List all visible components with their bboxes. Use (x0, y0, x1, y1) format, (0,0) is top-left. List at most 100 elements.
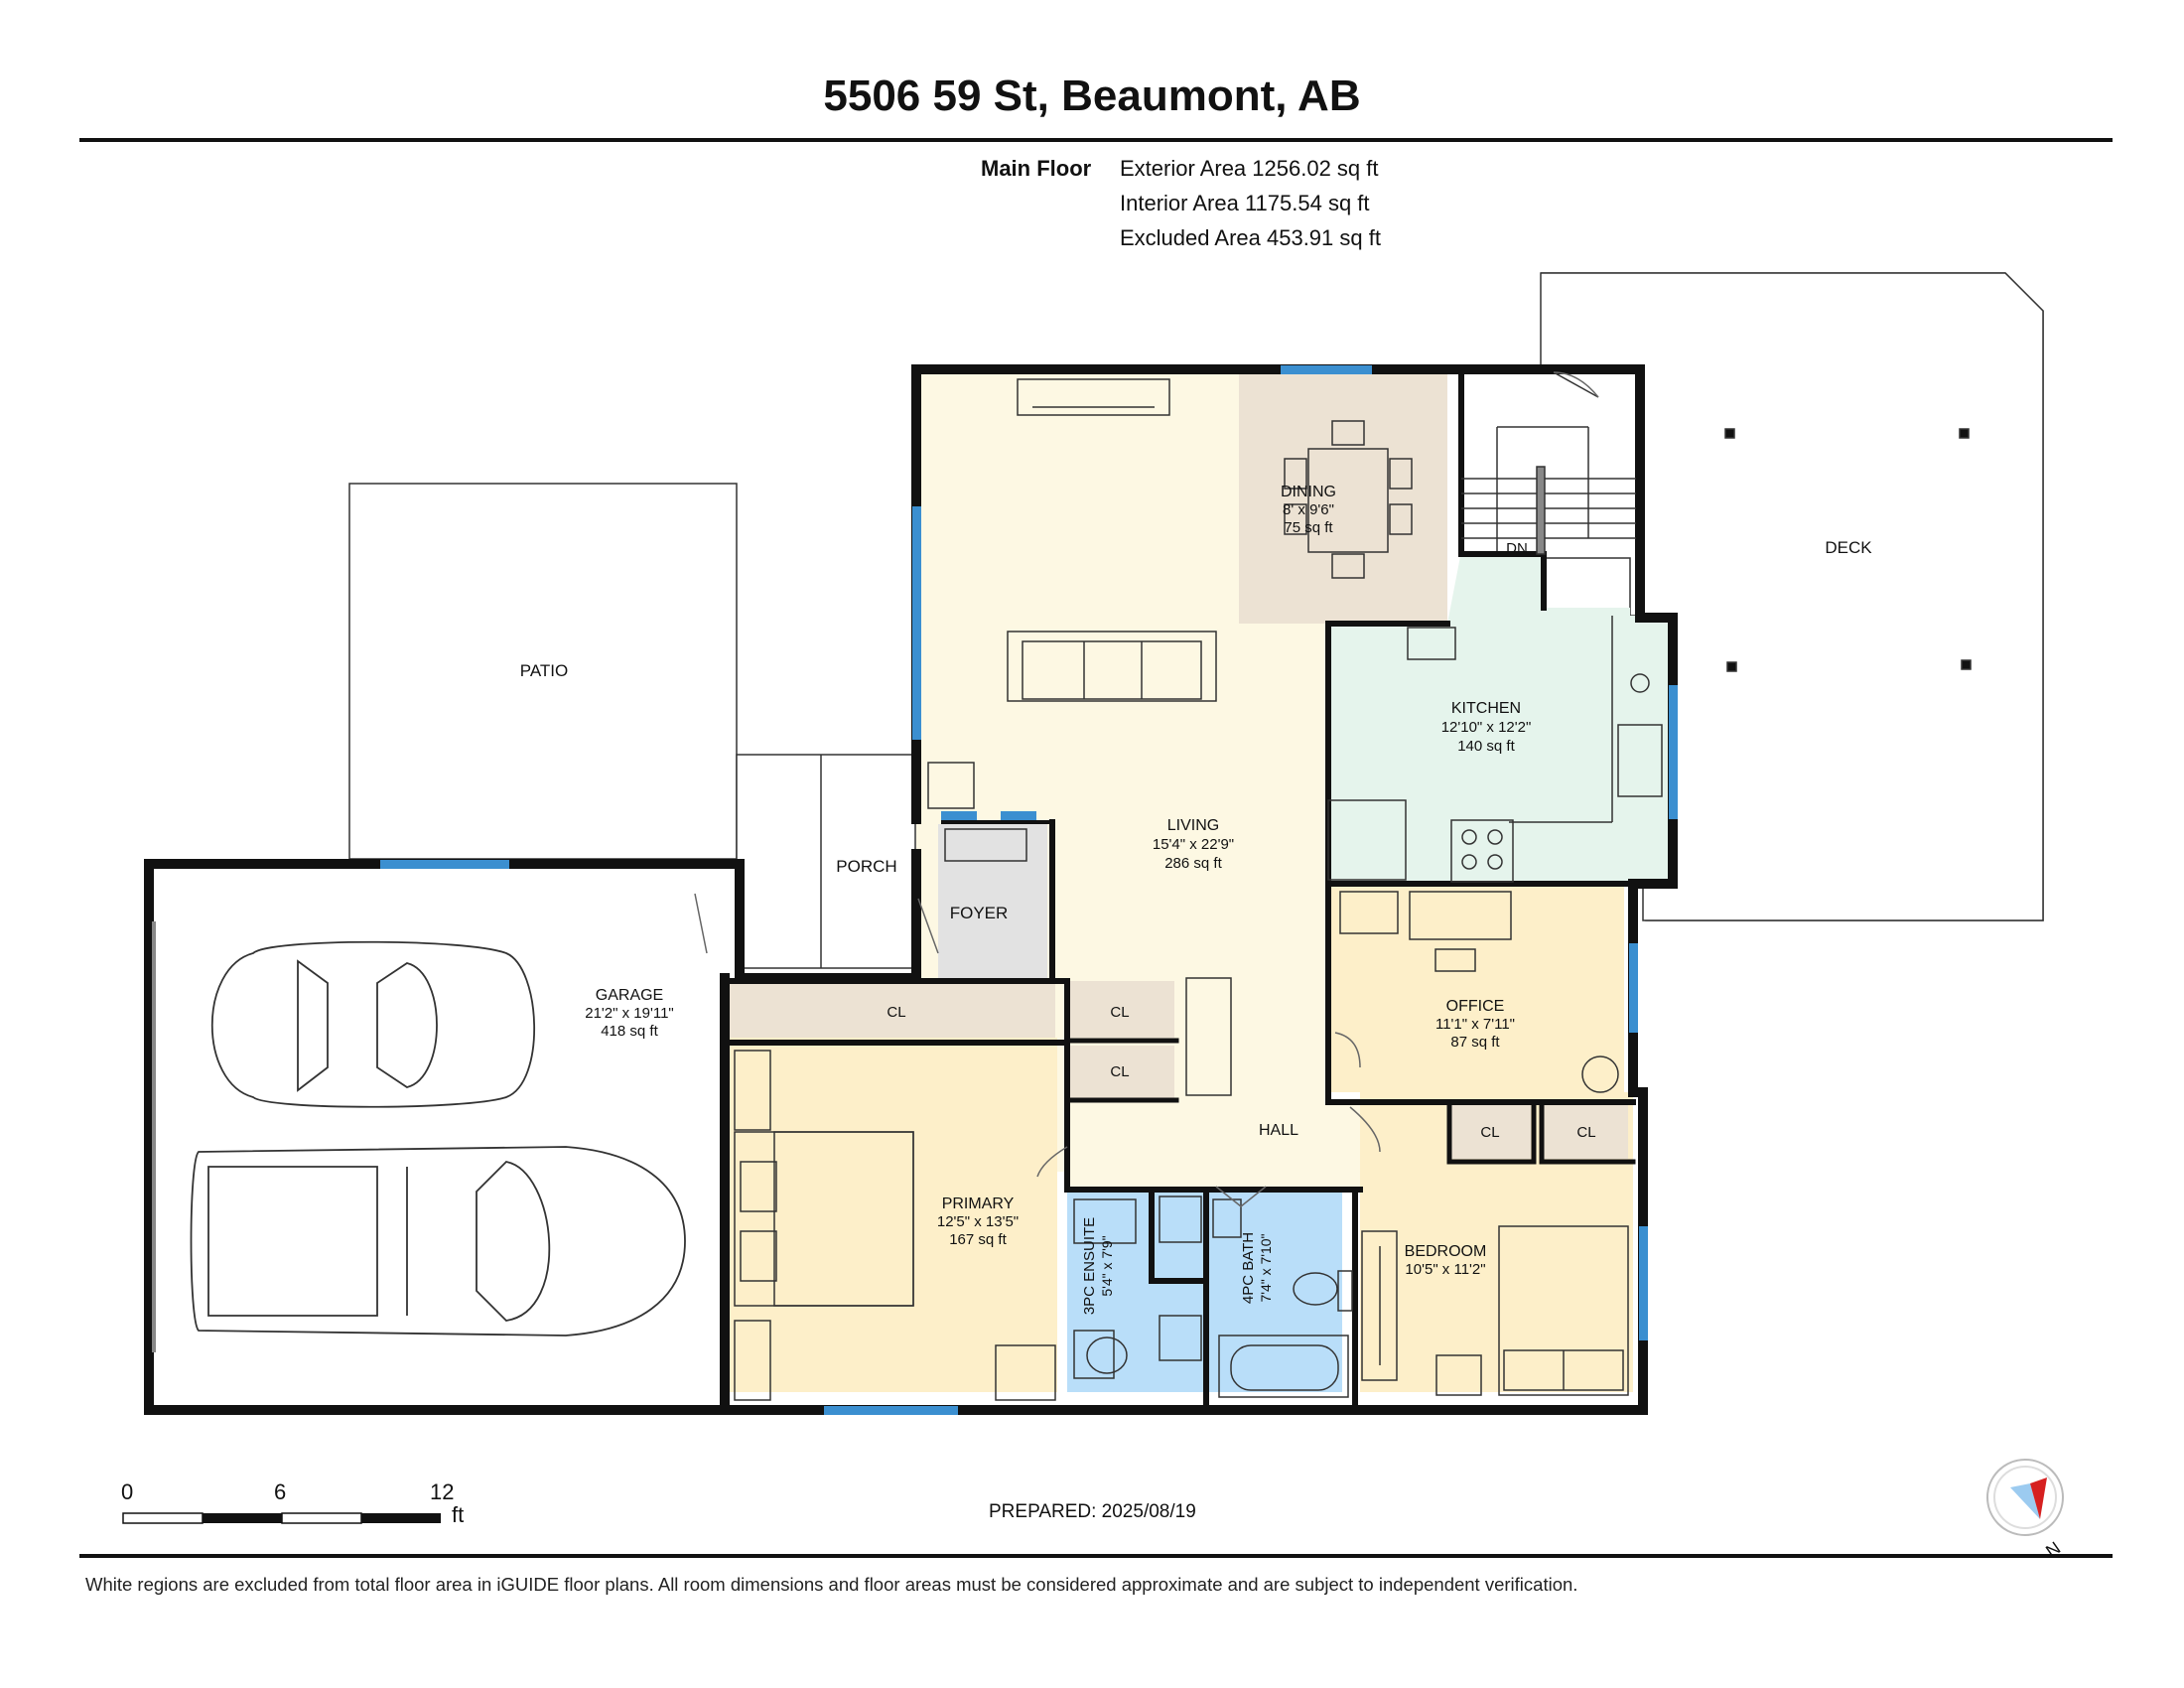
bench (944, 828, 1027, 862)
round-table (1581, 1055, 1619, 1093)
cars (190, 940, 686, 1336)
chair (1389, 503, 1413, 535)
closet-2-fill (1067, 1046, 1174, 1100)
exterior-area: Exterior Area 1256.02 sq ft (1120, 156, 1379, 181)
window (941, 811, 977, 820)
closet-office-1-fill (1451, 1102, 1531, 1159)
bedroom-label: BEDROOM (1405, 1243, 1487, 1260)
window (1669, 685, 1678, 819)
scale-bar (122, 1512, 441, 1524)
ensuite-dims: 5'4" x 7'9" (1099, 1235, 1115, 1296)
shelf (1185, 977, 1232, 1096)
living-label: LIVING (1167, 817, 1219, 834)
footer-divider (79, 1554, 2113, 1558)
kitchen-area: 140 sq ft (1457, 738, 1515, 755)
office-dims: 11'1" x 7'11" (1435, 1016, 1515, 1033)
primary-fill (730, 1038, 1057, 1392)
kitchen-label: KITCHEN (1451, 700, 1521, 717)
office-fill (1328, 884, 1624, 1092)
fridge (1327, 799, 1407, 881)
closet-office-2-fill (1544, 1102, 1628, 1159)
toilet (1293, 1272, 1338, 1306)
dresser (1361, 1230, 1398, 1381)
closet-primary-fill (730, 981, 1055, 1038)
primary-label: PRIMARY (942, 1196, 1015, 1212)
shower (1073, 1198, 1137, 1244)
bed (1498, 1225, 1629, 1396)
window (824, 1406, 958, 1415)
sink (1159, 1315, 1202, 1361)
dishwasher (1630, 673, 1650, 693)
closet-label: CL (1480, 1124, 1499, 1141)
window (1001, 811, 1036, 820)
kitchen-island (1407, 627, 1456, 660)
primary-dims: 12'5" x 13'5" (937, 1213, 1019, 1230)
chair (1331, 553, 1365, 579)
sink (1159, 1196, 1202, 1243)
window (1629, 943, 1638, 1033)
fixtures (734, 378, 1972, 1401)
patio-label: PATIO (520, 661, 569, 680)
kitchen-dims: 12'10" x 12'2" (1441, 719, 1532, 736)
sofa (1007, 631, 1217, 702)
window (912, 506, 921, 740)
closet-label: CL (1110, 1063, 1129, 1080)
kitchen-fill (1328, 551, 1670, 884)
garage-area: 418 sq ft (601, 1023, 658, 1040)
chair (1331, 420, 1365, 446)
closet-label: CL (1576, 1124, 1595, 1141)
stairs-label: DN (1506, 540, 1528, 557)
dining-table (1307, 448, 1389, 553)
stairs (1461, 426, 1636, 555)
garage-label: GARAGE (596, 987, 663, 1004)
car-icon (210, 940, 536, 1108)
fireplace (1017, 378, 1170, 416)
desk (1409, 891, 1512, 940)
deck-post (1724, 428, 1735, 439)
closet-label: CL (1110, 1004, 1129, 1021)
prepared-date: PREPARED: 2025/08/19 (989, 1501, 1196, 1522)
chair (1284, 458, 1307, 490)
closet-label: CL (887, 1004, 905, 1021)
deck-label: DECK (1825, 538, 1872, 557)
bath-label: 4PC BATH (1240, 1232, 1257, 1304)
toilet (1073, 1330, 1115, 1379)
scale-unit: ft (452, 1502, 465, 1527)
floor-name: Main Floor (981, 156, 1092, 181)
disclaimer: White regions are excluded from total fl… (85, 1574, 1578, 1595)
office-label: OFFICE (1446, 998, 1505, 1015)
scale-tick-6: 6 (274, 1479, 287, 1504)
sink (1617, 724, 1663, 797)
living-dims: 15'4" x 22'9" (1153, 836, 1234, 853)
patio-area (348, 483, 738, 860)
dining-area: 75 sq ft (1284, 519, 1333, 536)
dining-dims: 8' x 9'6" (1283, 501, 1334, 518)
deck-post (1726, 661, 1737, 672)
bath-dims: 7'4" x 7'10" (1258, 1233, 1274, 1302)
porch-label: PORCH (836, 857, 896, 876)
header-divider (79, 138, 2113, 142)
chair (1389, 458, 1413, 490)
garage-dims: 21'2" x 19'11" (585, 1005, 674, 1022)
ensuite-label: 3PC ENSUITE (1081, 1217, 1098, 1315)
page-title: 5506 59 St, Beaumont, AB (823, 71, 1361, 120)
living-area: 286 sq ft (1164, 855, 1222, 872)
cabinet (927, 762, 975, 809)
dining-fill (1239, 369, 1447, 624)
window (380, 860, 509, 869)
chair (1434, 948, 1476, 972)
hall-label: HALL (1259, 1122, 1298, 1139)
excluded-area: Excluded Area 453.91 sq ft (1120, 225, 1381, 250)
bathtub (1218, 1335, 1349, 1398)
primary-area: 167 sq ft (949, 1231, 1007, 1248)
chair (1284, 503, 1307, 535)
closet-1-fill (1067, 981, 1174, 1038)
room-labels: PATIO PORCH DECK FOYER DINING 8' x 9'6" … (520, 484, 1873, 1315)
scale-tick-12: 12 (430, 1479, 455, 1504)
foyer-fill (938, 824, 1047, 978)
doors (694, 371, 1599, 1207)
nightstand (1435, 1354, 1482, 1396)
stove (1450, 819, 1514, 883)
bedroom-dims: 10'5" x 11'2" (1405, 1261, 1485, 1278)
